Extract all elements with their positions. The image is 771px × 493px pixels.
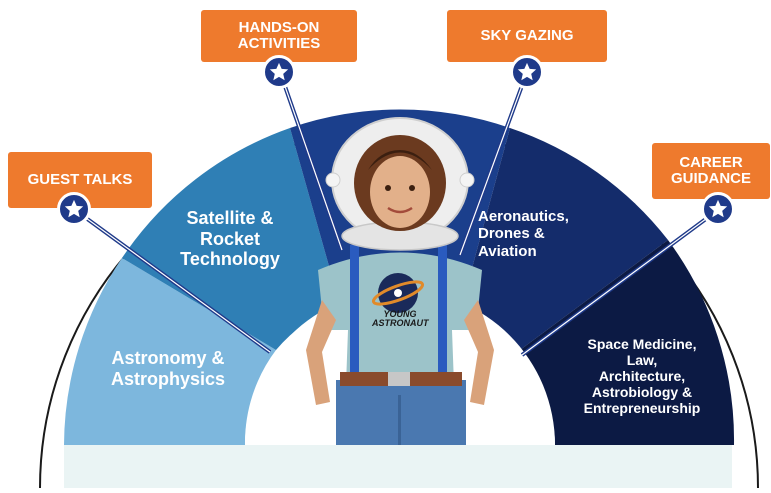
star-icon [64, 199, 84, 218]
star-icon [517, 62, 537, 81]
connector-career-inner [521, 209, 719, 356]
star-icon [708, 199, 728, 218]
segment-label-space-medicine: Space Medicine, Law, Architecture, Astro… [583, 336, 701, 417]
segment-label-satellite: Satellite & Rocket Technology [180, 208, 280, 270]
tag-sky-gazing: SKY GAZING [447, 10, 607, 62]
segment-astronomy [64, 258, 276, 445]
base-region [64, 445, 732, 488]
star-badge-guest-talks [57, 192, 91, 226]
astronaut-illustration [306, 117, 494, 445]
star-icon [269, 62, 289, 81]
tag-hands-on: HANDS-ON ACTIVITIES [201, 10, 357, 62]
segment-label-aeronautics: Aeronautics, Drones & Aviation [478, 208, 569, 260]
segment-satellite [122, 128, 340, 350]
star-badge-career [701, 192, 735, 226]
segment-label-astronomy: Astronomy & Astrophysics [110, 348, 226, 389]
segment-aeronautics [462, 128, 668, 350]
segment-space-medicine [520, 240, 735, 445]
star-badge-hands-on [262, 55, 296, 89]
star-badge-sky-gazing [510, 55, 544, 89]
tag-guest-talks: GUEST TALKS [8, 152, 152, 208]
connector-guest-talks-inner [74, 209, 271, 353]
tag-career-guidance: CAREER GUIDANCE [652, 143, 770, 199]
connector-hands-on-inner [279, 71, 343, 251]
connector-sky-gazing-inner [459, 71, 528, 256]
shirt-logo-text: YOUNG ASTRONAUT [372, 309, 429, 328]
